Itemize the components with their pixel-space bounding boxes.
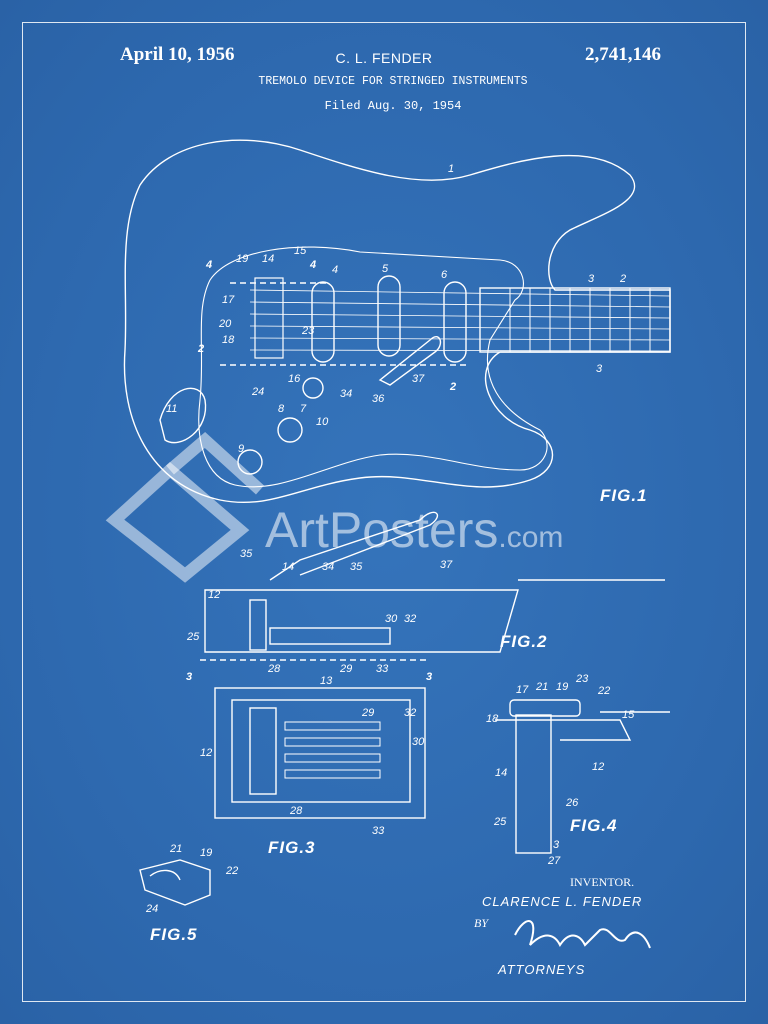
- ref-numeral: 34: [340, 388, 352, 400]
- ref-numeral: 35: [350, 561, 363, 573]
- ref-numeral: 26: [565, 797, 579, 809]
- ref-numeral: 25: [493, 816, 507, 828]
- section-mark: 2: [197, 343, 204, 355]
- attorney-signature: [514, 920, 651, 949]
- watermark-logo: [105, 431, 265, 583]
- ref-numeral: 12: [592, 761, 604, 773]
- ref-numeral: 3: [588, 273, 595, 285]
- patent-title: TREMOLO DEVICE FOR STRINGED INSTRUMENTS: [258, 75, 528, 88]
- ref-numeral: 14: [262, 253, 274, 265]
- ref-numeral: 7: [300, 403, 307, 415]
- ref-numeral: 35: [240, 548, 253, 560]
- ref-numeral: 22: [225, 865, 238, 877]
- ref-numeral: 28: [289, 805, 303, 817]
- section-mark: 3: [186, 671, 192, 683]
- ref-numeral: 28: [267, 663, 281, 675]
- ref-numeral: 36: [372, 393, 385, 405]
- ref-numeral: 12: [200, 747, 212, 759]
- ref-numeral: 14: [282, 561, 294, 573]
- ref-numeral: 20: [218, 318, 232, 330]
- ref-numeral: 6: [441, 269, 448, 281]
- ref-numeral: 10: [316, 416, 329, 428]
- ref-numeral: 21: [169, 843, 182, 855]
- ref-numeral: 30: [412, 736, 425, 748]
- inventor-label: INVENTOR.: [570, 875, 635, 889]
- attorneys-label: ATTORNEYS: [498, 962, 586, 977]
- ref-numeral: 32: [404, 707, 416, 719]
- fig4-label: FIG.4: [570, 816, 618, 835]
- ref-numeral: 19: [236, 253, 248, 265]
- fig2-label: FIG.2: [500, 632, 548, 651]
- poster-border: [22, 22, 746, 1002]
- ref-numeral: 19: [200, 847, 212, 859]
- ref-numeral: 34: [322, 561, 334, 573]
- section-mark: 2: [449, 381, 456, 393]
- filed-date: Filed Aug. 30, 1954: [324, 99, 462, 113]
- ref-numeral: 3: [596, 363, 603, 375]
- ref-numeral: 23: [575, 673, 589, 685]
- watermark-text: ArtPosters.com: [265, 502, 564, 558]
- ref-numeral: 9: [238, 443, 244, 455]
- ref-numeral: 13: [320, 675, 333, 687]
- ref-numeral: 15: [622, 709, 635, 721]
- ref-numeral: 18: [486, 713, 499, 725]
- ref-numeral: 12: [208, 589, 220, 601]
- ref-numeral: 30: [385, 613, 398, 625]
- ref-numeral: 17: [222, 294, 235, 306]
- ref-numeral: 37: [412, 373, 425, 385]
- ref-numeral: 1: [448, 163, 454, 175]
- ref-numeral: 15: [294, 245, 307, 257]
- fig5-label: FIG.5: [150, 925, 198, 944]
- ref-numeral: 2: [619, 273, 626, 285]
- ref-numeral: 18: [222, 334, 235, 346]
- fig3-label: FIG.3: [268, 838, 316, 857]
- ref-numeral: 33: [376, 663, 389, 675]
- inventor-name: CLARENCE L. FENDER: [482, 894, 643, 909]
- fig2-cross-section: 3 3 35 14 34 35 37 12 25 28 29 33 30 32: [186, 511, 665, 683]
- fig1-label: FIG.1: [600, 486, 648, 505]
- ref-numeral: 22: [597, 685, 610, 697]
- fig3-bridge-plan: 13 12 29 32 30 28 33: [200, 675, 426, 837]
- ref-numeral: 21: [535, 681, 548, 693]
- fig1-reference-numerals: 1 19 14 15 17 20 18 23 24 16 4 5 6 8 7 1…: [166, 163, 626, 455]
- ref-numeral: 5: [382, 263, 389, 275]
- ref-numeral: 3: [553, 839, 560, 851]
- ref-numeral: 24: [145, 903, 158, 915]
- ref-numeral: 32: [404, 613, 416, 625]
- ref-numeral: 25: [186, 631, 200, 643]
- ref-numeral: 11: [166, 403, 177, 415]
- ref-numeral: 27: [547, 855, 561, 867]
- ref-numeral: 14: [495, 767, 507, 779]
- inventor-header: C. L. FENDER: [335, 50, 433, 66]
- ref-numeral: 29: [339, 663, 352, 675]
- ref-numeral: 29: [361, 707, 374, 719]
- ref-numeral: 19: [556, 681, 568, 693]
- section-mark: 4: [205, 259, 212, 271]
- patent-number: 2,741,146: [585, 44, 661, 65]
- ref-numeral: 33: [372, 825, 385, 837]
- section-mark: 4: [309, 259, 316, 271]
- ref-numeral: 37: [440, 559, 453, 571]
- ref-numeral: 4: [332, 264, 338, 276]
- section-mark: 3: [426, 671, 432, 683]
- ref-numeral: 8: [278, 403, 285, 415]
- fig5-saddle: 21 19 22 24: [139, 843, 238, 915]
- ref-numeral: 24: [251, 386, 264, 398]
- ref-numeral: 16: [288, 373, 301, 385]
- by-label: BY: [474, 916, 489, 930]
- fig4-detail: 17 21 19 23 22 15 18 14 12 26 25 3 27: [486, 673, 670, 867]
- ref-numeral: 17: [516, 684, 529, 696]
- ref-numeral: 23: [301, 325, 315, 337]
- patent-date: April 10, 1956: [120, 44, 235, 65]
